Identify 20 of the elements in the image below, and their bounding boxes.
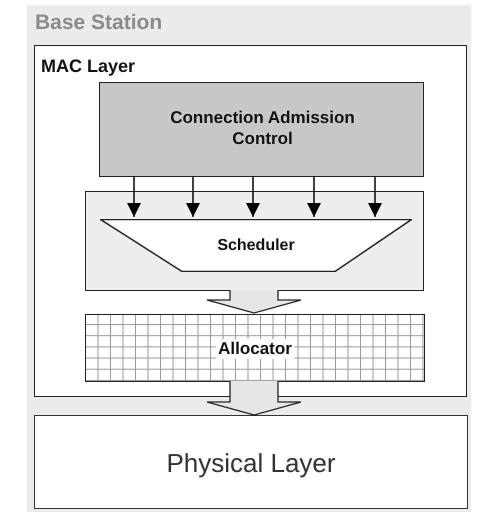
arrow xyxy=(186,176,200,217)
arrow xyxy=(246,176,260,217)
physical-layer-box xyxy=(34,415,468,509)
block-arrow xyxy=(206,380,302,416)
box-label: Scheduler xyxy=(216,237,296,255)
arrow xyxy=(307,176,321,217)
box-label: Allocator xyxy=(216,339,294,359)
scheduler-trapezoid xyxy=(100,219,412,272)
box-label: Physical Layer xyxy=(165,448,337,479)
arrow xyxy=(127,176,141,217)
panel-heading: Base Station xyxy=(35,11,162,35)
arrow xyxy=(368,176,382,217)
base-station-panel xyxy=(27,5,471,512)
block-arrow xyxy=(206,289,302,314)
mac-layer-box xyxy=(34,45,467,397)
scheduler-box xyxy=(85,191,424,291)
layer-heading: MAC Layer xyxy=(41,56,136,77)
allocator-grid-box xyxy=(85,314,425,382)
process-box xyxy=(99,82,424,177)
box-label: Connection Admission Control xyxy=(169,107,356,149)
